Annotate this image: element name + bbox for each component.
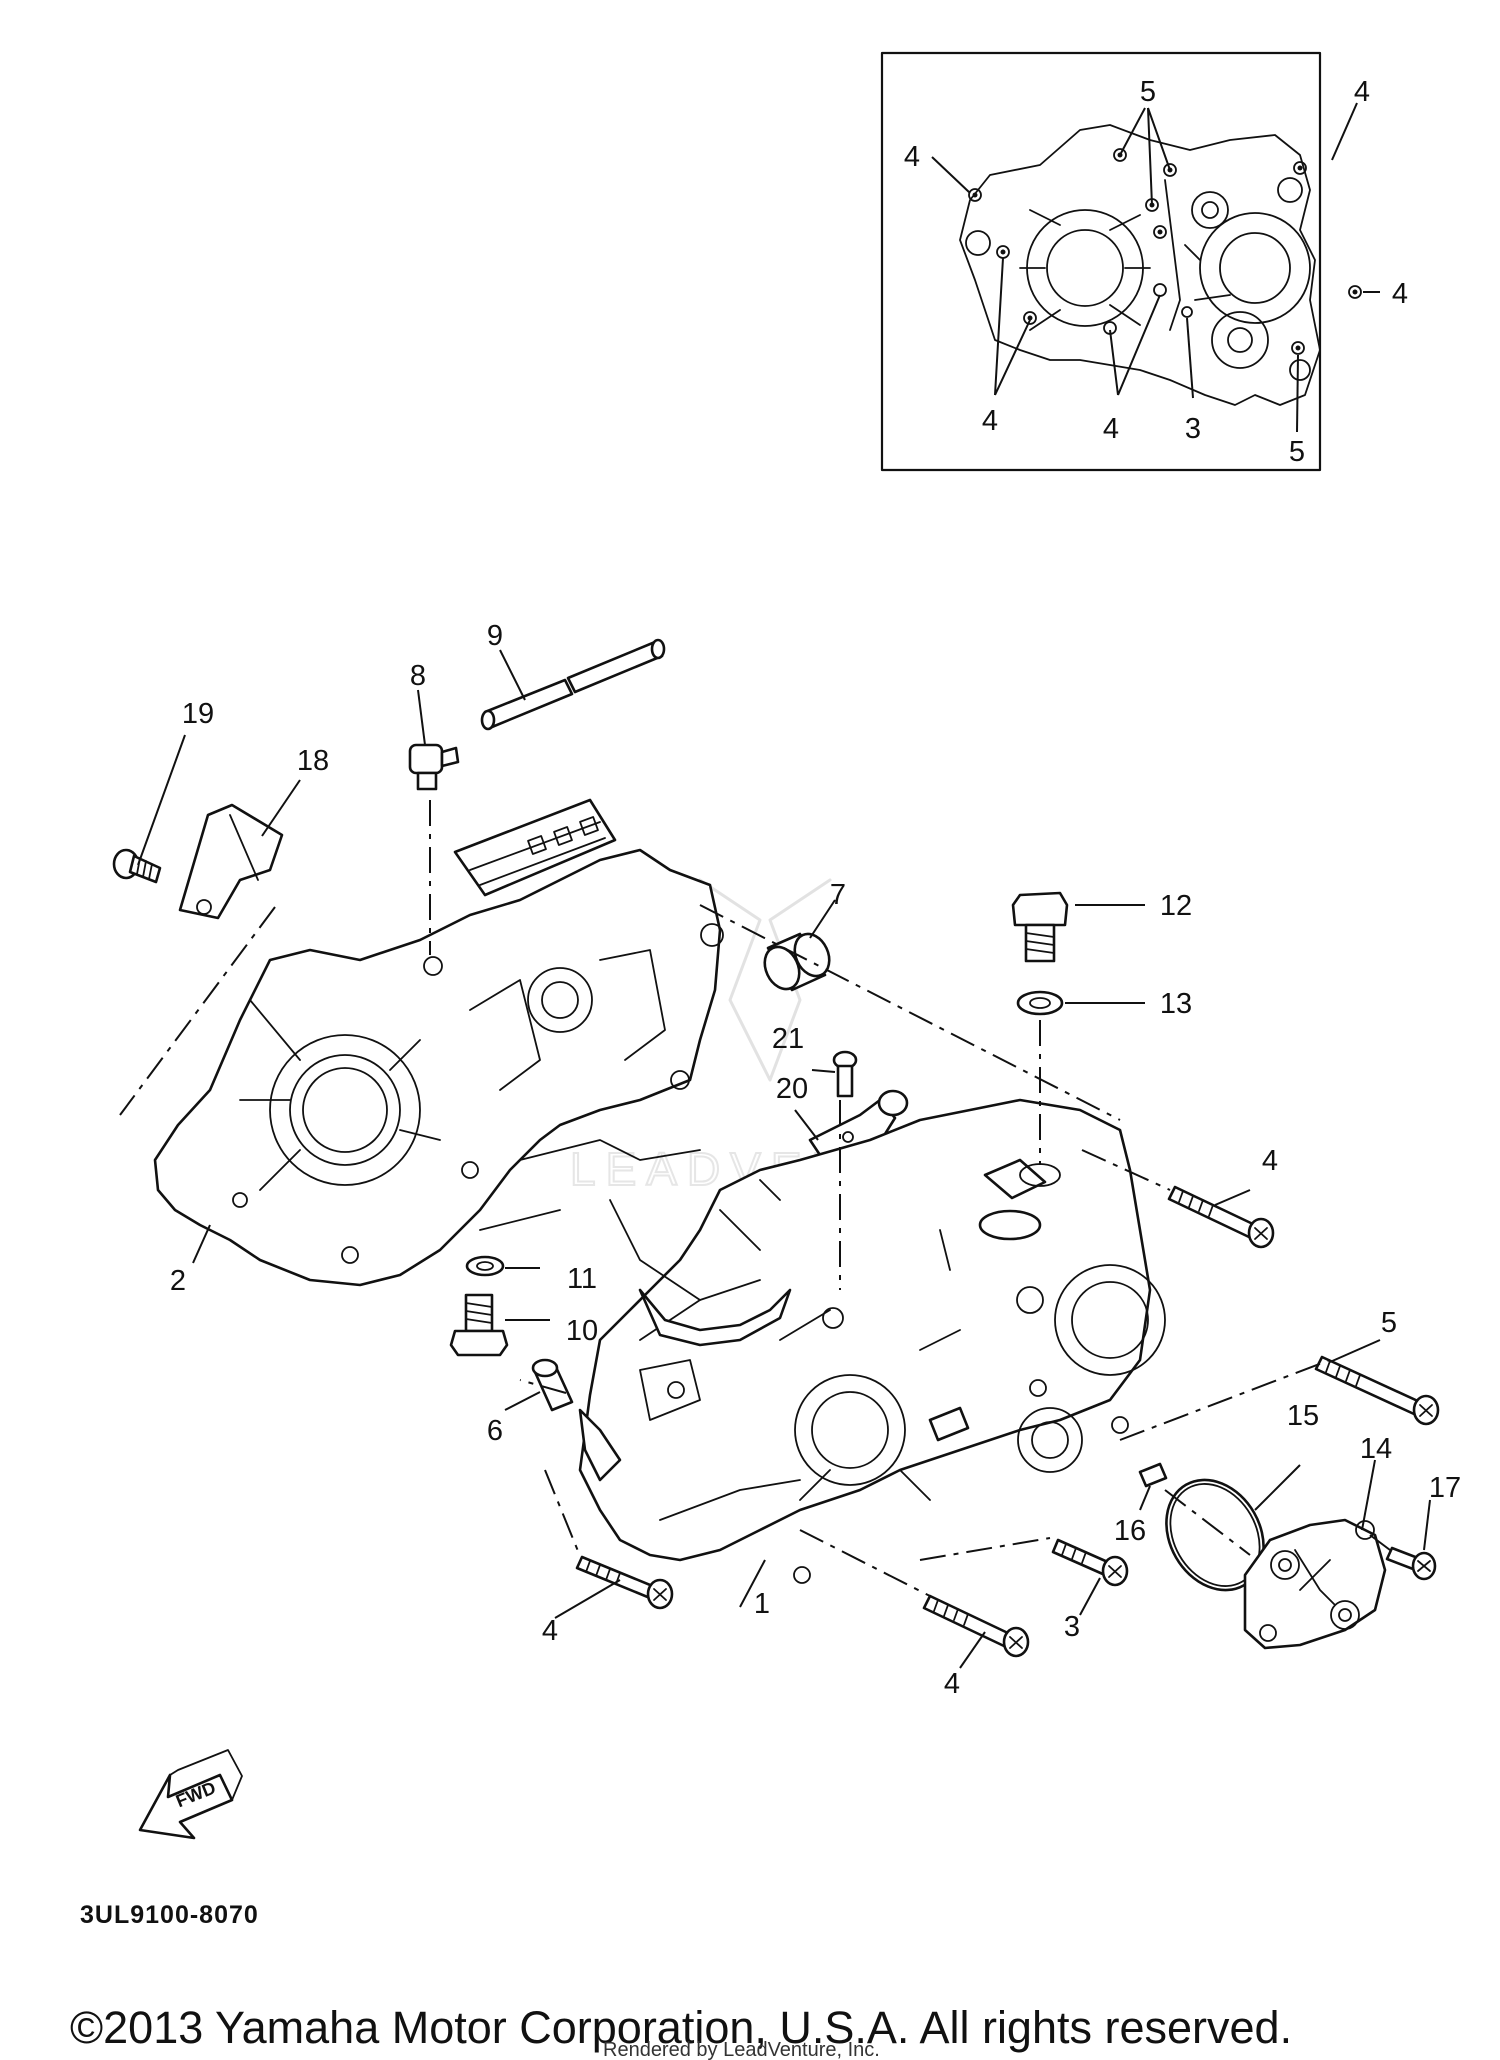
leader-lines — [137, 649, 1431, 1669]
part-13-washer — [1016, 990, 1064, 1016]
callout-4-bottom: 4 — [944, 1668, 960, 1700]
callout-8: 8 — [410, 660, 426, 692]
callout-12: 12 — [1160, 890, 1192, 922]
callout-15: 15 — [1287, 1400, 1319, 1432]
part-4-bolt-bottom — [922, 1594, 1030, 1658]
callout-14: 14 — [1360, 1433, 1392, 1465]
callout-16: 16 — [1114, 1515, 1146, 1547]
inset-callout-3: 3 — [1185, 413, 1201, 445]
part-1-right-crankcase — [578, 1098, 1166, 1584]
inset-callout-4-left: 4 — [904, 141, 920, 173]
inset-crankcase-outline — [959, 124, 1362, 406]
inset-callout-5-top: 5 — [1140, 76, 1156, 108]
inset-callout-5-bottom: 5 — [1289, 436, 1305, 468]
part-4-bolt-left — [575, 1555, 674, 1610]
part-17-bolt — [1385, 1546, 1437, 1581]
part-7-bushing — [763, 932, 831, 992]
part-16-pin — [1138, 1462, 1168, 1488]
part-19-bolt — [112, 848, 162, 884]
callout-17: 17 — [1429, 1472, 1461, 1504]
part-6-dowel — [531, 1358, 574, 1412]
callout-21: 21 — [772, 1023, 804, 1055]
callout-3: 3 — [1064, 1611, 1080, 1643]
rendered-by-text: Rendered by LeadVenture, Inc. — [603, 2039, 880, 2060]
inset-callout-4-bottom-left: 4 — [982, 405, 998, 437]
part-11-washer — [465, 1255, 505, 1277]
callout-19: 19 — [182, 698, 214, 730]
copyright-text: ©2013 Yamaha Motor Corporation, U.S.A. A… — [70, 2002, 1292, 2053]
callout-numbers: 1 2 3 4 4 4 5 6 7 8 9 10 11 12 13 14 15 … — [170, 620, 1461, 1700]
part-14-cover — [1243, 1518, 1387, 1650]
part-18-bracket — [178, 803, 284, 920]
callout-20: 20 — [776, 1073, 808, 1105]
part-3-bolt — [1051, 1538, 1129, 1587]
part-10-bolt — [449, 1293, 509, 1357]
part-5-bolt — [1314, 1355, 1440, 1426]
callout-13: 13 — [1160, 988, 1192, 1020]
inset-frame — [880, 51, 1322, 472]
callout-18: 18 — [297, 745, 329, 777]
callout-6: 6 — [487, 1415, 503, 1447]
part-9-shaft — [480, 638, 666, 731]
callout-11: 11 — [567, 1263, 597, 1295]
callout-1: 1 — [754, 1588, 770, 1620]
inset-callout-4-top-right: 4 — [1354, 76, 1370, 108]
alignment-lines — [119, 800, 1391, 1597]
part-21-bolt — [832, 1050, 858, 1098]
part-2-left-crankcase — [153, 798, 724, 1287]
part-8-fitting — [408, 743, 460, 791]
callout-2: 2 — [170, 1265, 186, 1297]
inset-callout-4-bottom-mid: 4 — [1103, 413, 1119, 445]
callout-10: 10 — [566, 1315, 598, 1347]
diagram-code: 3UL9100-8070 — [80, 1901, 259, 1929]
fwd-arrow-icon: FWD — [138, 1749, 243, 1840]
part-12-plug-bolt — [1011, 891, 1069, 963]
inset-view: 5 4 4 4 4 4 3 5 — [880, 51, 1408, 472]
callout-5: 5 — [1381, 1307, 1397, 1339]
callout-7: 7 — [830, 879, 846, 911]
callout-4-right-upper: 4 — [1262, 1145, 1278, 1177]
inset-callout-4-right: 4 — [1392, 278, 1408, 310]
callout-9: 9 — [487, 620, 503, 652]
callout-4-left: 4 — [542, 1615, 558, 1647]
part-4-bolt-right-upper — [1167, 1185, 1275, 1249]
